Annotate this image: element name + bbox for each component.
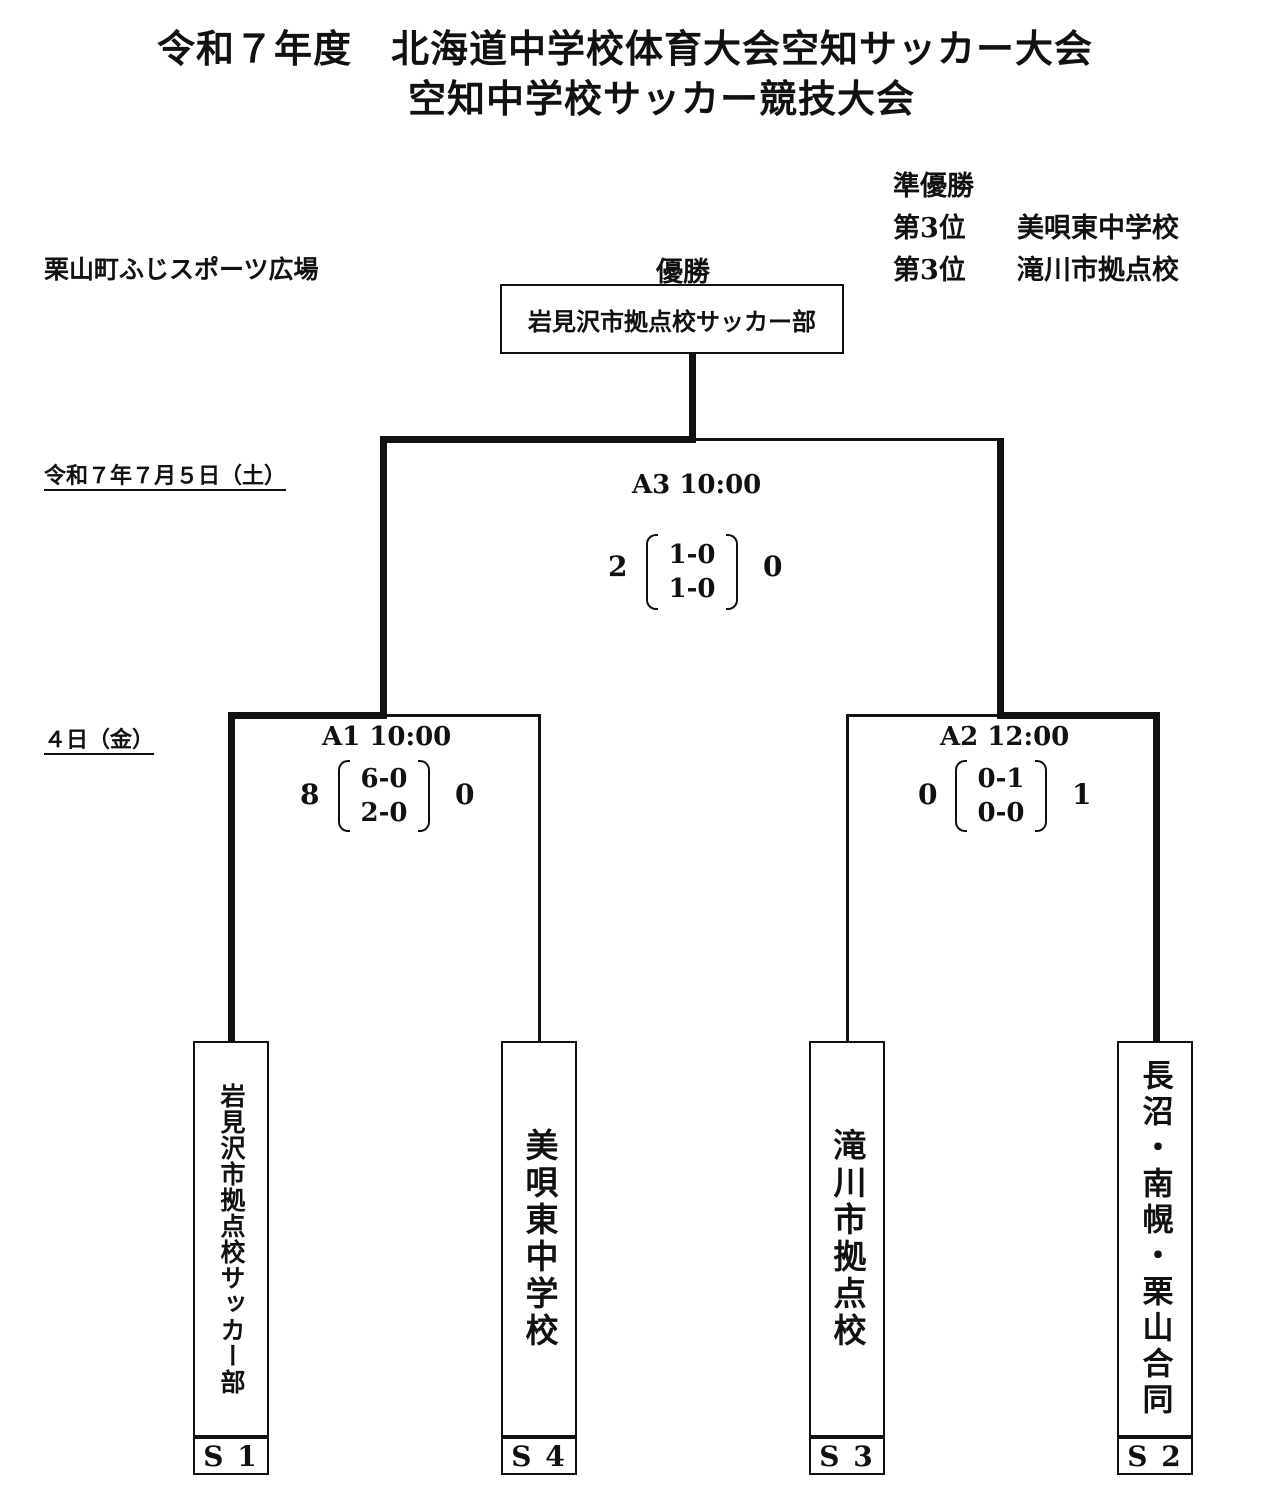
final-left-post <box>380 436 387 717</box>
champion-box: 岩見沢市拠点校サッカー部 <box>500 284 844 354</box>
match-a1-halves: 6-0 2-0 <box>338 760 430 832</box>
match-a2-label: A2 12:00 <box>940 722 1070 752</box>
final-right-post <box>997 438 1004 717</box>
match-a1-label: A1 10:00 <box>322 722 452 752</box>
venue-label: 栗山町ふじスポーツ広場 <box>44 255 319 284</box>
match-a2-right-total: 1 <box>1072 778 1092 811</box>
match-a3-halves: 1-0 1-0 <box>646 534 738 610</box>
team-name-s2: 長沼・南幌・栗山合同 <box>1136 1059 1173 1419</box>
semi-date: ４日（金） <box>44 727 155 753</box>
semi1-left-post <box>228 712 235 1042</box>
semi2-bar-left <box>846 714 1004 717</box>
match-a2-half2: 0-0 <box>977 798 1025 828</box>
semi2-bar-right <box>997 712 1160 719</box>
match-a2-left-total: 0 <box>918 778 938 811</box>
team-box-s2: 長沼・南幌・栗山合同 <box>1117 1041 1193 1437</box>
team-box-s1: 岩見沢市拠点校サッカー部 <box>193 1041 269 1437</box>
seed-s4: S 4 <box>501 1437 577 1475</box>
right-paren <box>1035 760 1047 832</box>
team-name-s4: 美唄東中学校 <box>520 1128 559 1350</box>
right-paren <box>726 534 738 610</box>
seed-s2: S 2 <box>1117 1437 1193 1475</box>
left-paren <box>955 760 967 832</box>
semi1-bar-right <box>384 714 541 717</box>
match-a3-label: A3 10:00 <box>632 470 762 500</box>
right-paren <box>418 760 430 832</box>
match-a3-left-total: 2 <box>608 550 628 583</box>
semi2-right-post <box>1153 712 1160 1042</box>
champion-label: 優勝 <box>656 257 710 288</box>
champion-stem <box>689 354 696 442</box>
match-a2-half1: 0-1 <box>977 764 1025 794</box>
semi1-right-post <box>538 714 541 1042</box>
left-paren <box>338 760 350 832</box>
seed-s3: S 3 <box>809 1437 885 1475</box>
team-name-s1: 岩見沢市拠点校サッカー部 <box>217 1083 246 1395</box>
match-a1-right-total: 0 <box>455 778 475 811</box>
third-place-team-2: 滝川市拠点校 <box>1017 255 1179 286</box>
title-line-1: 令和７年度 北海道中学校体育大会空知サッカー大会 <box>157 26 1094 71</box>
semi1-bar-left <box>228 712 387 719</box>
third-place-team-1: 美唄東中学校 <box>1017 213 1179 244</box>
match-a1-left-total: 8 <box>300 778 320 811</box>
seed-s1: S 1 <box>193 1437 269 1475</box>
match-a2-halves: 0-1 0-0 <box>955 760 1047 832</box>
champion-team: 岩見沢市拠点校サッカー部 <box>528 306 816 336</box>
match-a3-half2: 1-0 <box>668 574 716 604</box>
team-box-s3: 滝川市拠点校 <box>809 1041 885 1437</box>
final-date: 令和７年７月５日（土） <box>44 463 287 489</box>
third-place-label-1: 第3位 <box>893 213 966 244</box>
runner-up-label: 準優勝 <box>893 171 974 202</box>
match-a3-right-total: 0 <box>763 550 783 583</box>
team-name-s3: 滝川市拠点校 <box>828 1128 867 1350</box>
final-bar-left <box>380 436 696 443</box>
final-bar-right <box>692 438 1004 441</box>
match-a1-half1: 6-0 <box>360 764 408 794</box>
semi2-left-post <box>846 714 849 1042</box>
team-box-s4: 美唄東中学校 <box>501 1041 577 1437</box>
match-a1-half2: 2-0 <box>360 798 408 828</box>
left-paren <box>646 534 658 610</box>
match-a3-half1: 1-0 <box>668 540 716 570</box>
third-place-label-2: 第3位 <box>893 255 966 286</box>
title-line-2: 空知中学校サッカー競技大会 <box>408 76 916 121</box>
